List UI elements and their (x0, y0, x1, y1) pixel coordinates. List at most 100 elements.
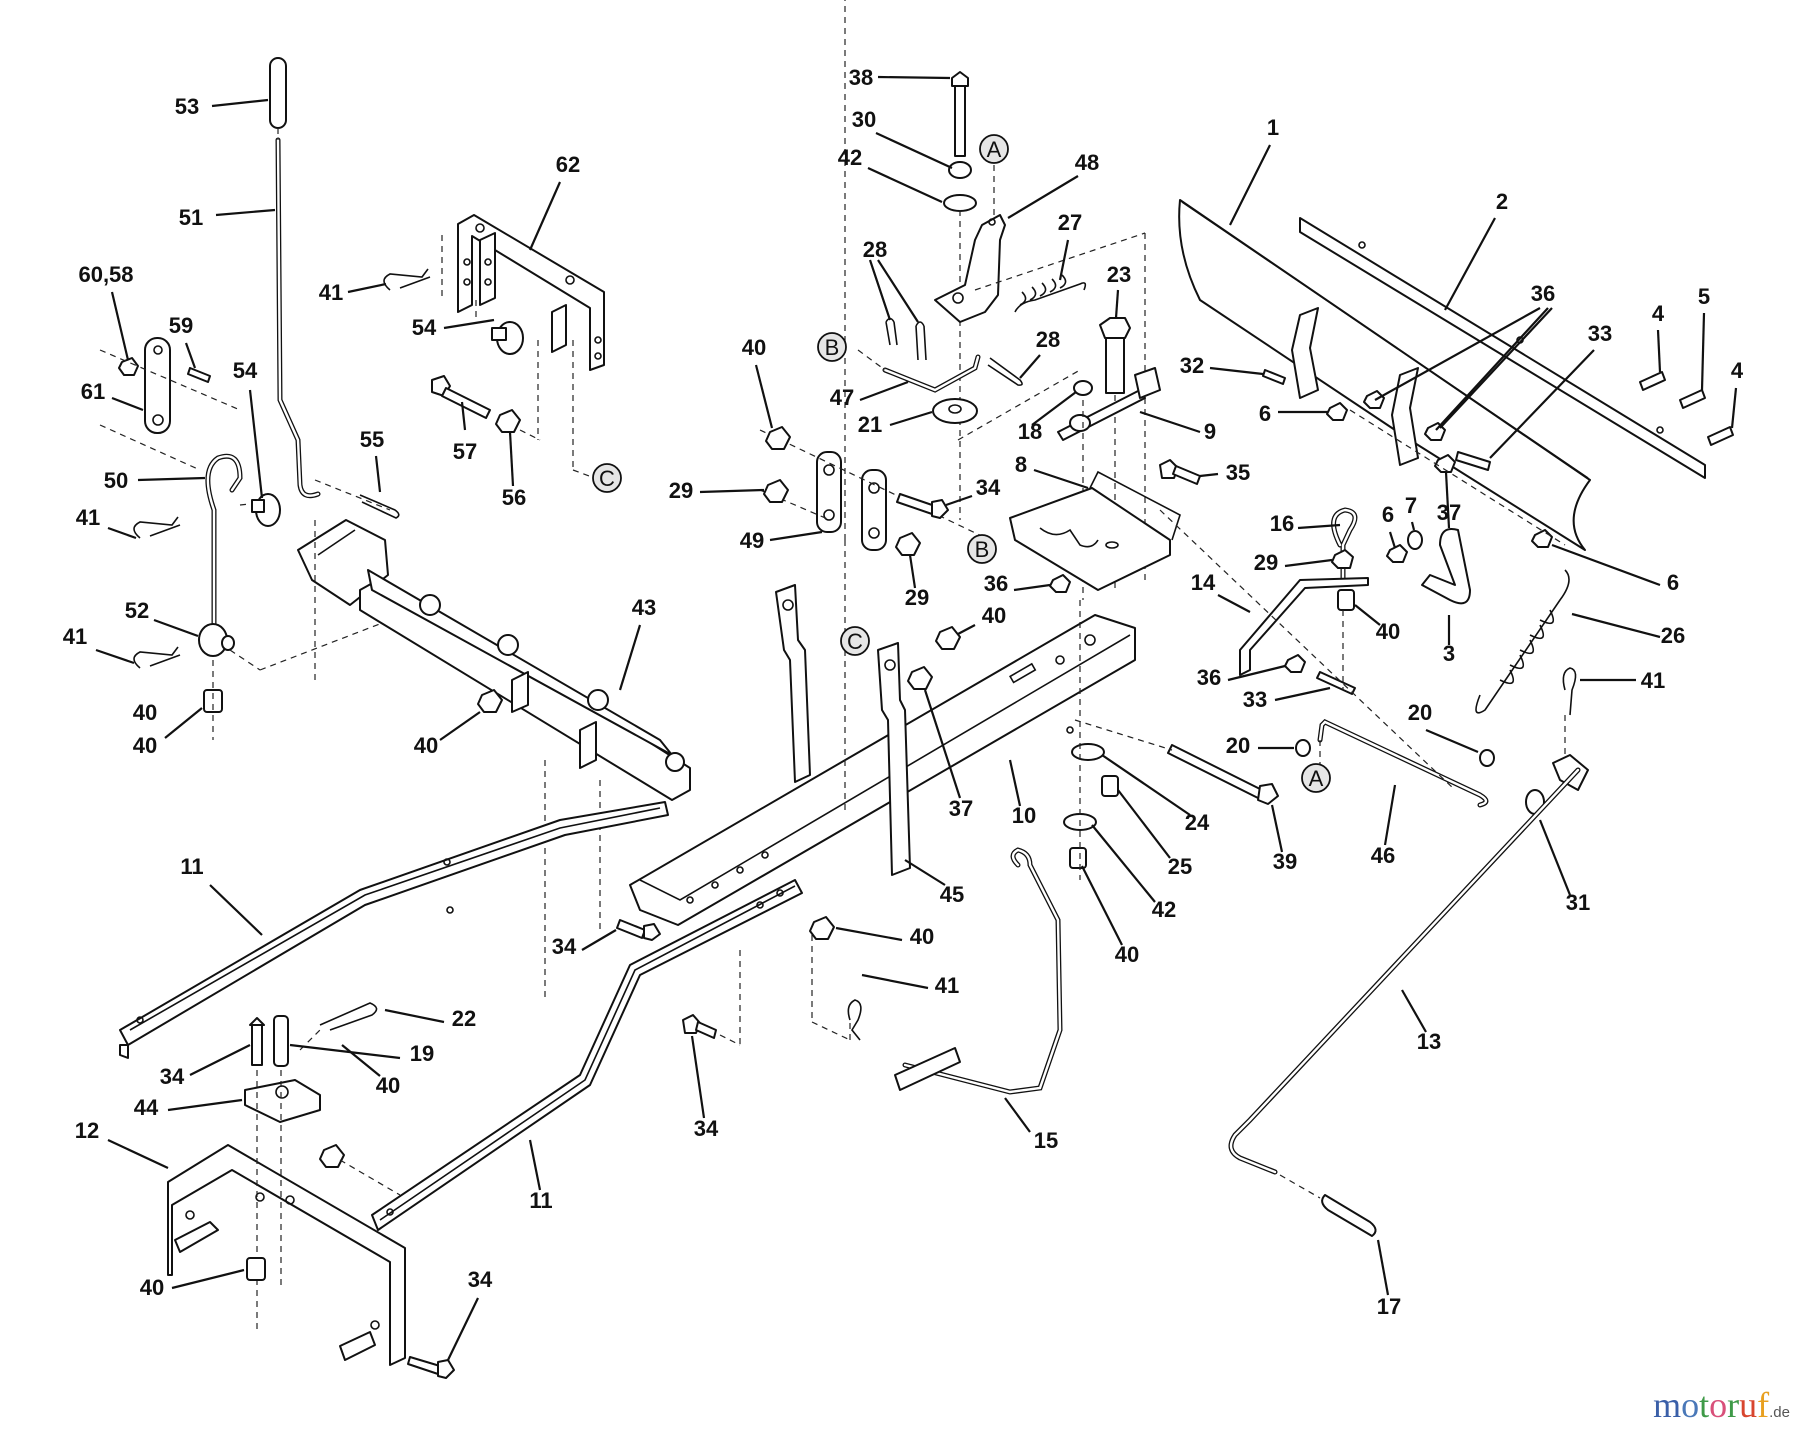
callout-28: 28 (1019, 327, 1060, 379)
callout-35: 35 (1199, 460, 1250, 485)
part-rock-shaft (297, 519, 691, 801)
part-nut-40 (1337, 589, 1355, 611)
callout-26: 26 (1571, 612, 1685, 648)
leader-line (1435, 307, 1549, 431)
callout-33: 33 (1489, 321, 1612, 459)
callout-number: 46 (1371, 843, 1395, 868)
ref-marker-a: A (1301, 763, 1331, 793)
callout-number: 4 (1652, 301, 1665, 326)
callout-37: 37 (923, 689, 973, 821)
callout-18: 18 (1018, 391, 1077, 444)
callout-number: 53 (175, 94, 199, 119)
part-clevis-pin (251, 493, 281, 527)
leader-line (1376, 1239, 1390, 1296)
leader-line (248, 389, 264, 499)
callout-number: 8 (1015, 452, 1027, 477)
part-nut-40 (935, 626, 961, 650)
leader-line (189, 1044, 251, 1076)
callout-8: 8 (1015, 452, 1089, 490)
part-nut-36 (1363, 390, 1385, 409)
callout-24: 24 (1101, 754, 1210, 835)
callout-number: 29 (1254, 550, 1278, 575)
callout-41: 41 (76, 505, 137, 540)
leader-line (95, 648, 135, 665)
part-rod-grip (1321, 1194, 1377, 1237)
leader-line (1019, 354, 1041, 379)
callout-number: 20 (1408, 700, 1432, 725)
part-bolt-23 (1099, 317, 1131, 394)
part-lift-rod (1228, 767, 1581, 1175)
leader-line (1227, 664, 1286, 682)
leader-line (1033, 468, 1089, 490)
part-lock-washer (948, 161, 972, 179)
callout-54: 54 (233, 358, 264, 499)
callout-number: 6 (1667, 570, 1679, 595)
part-hitch-plate (244, 1079, 321, 1123)
part-hair-pin (133, 516, 181, 539)
leader-line (618, 624, 642, 691)
ref-marker-label: B (975, 537, 990, 562)
ref-marker-label: A (987, 137, 1002, 162)
leader-line (1274, 686, 1331, 702)
callout-13: 13 (1401, 989, 1441, 1054)
callout-number: 57 (453, 439, 477, 464)
callout-49: 49 (740, 528, 823, 553)
callout-number: 44 (134, 1095, 159, 1120)
part-drawings (99, 0, 1734, 1379)
ref-marker-label: C (847, 629, 863, 654)
callout-4: 4 (1730, 358, 1744, 429)
leader-line (1571, 612, 1661, 639)
callout-number: 6 (1259, 401, 1271, 426)
part-hitch-bar (629, 614, 1136, 926)
callout-number: 52 (125, 598, 149, 623)
part-nut-40 (319, 1144, 345, 1168)
callout-number: 36 (1531, 281, 1555, 306)
part-nut-6 (1386, 544, 1408, 563)
callout-34: 34 (447, 1267, 493, 1361)
callout-number: 4 (1731, 358, 1744, 383)
callout-number: 40 (982, 603, 1006, 628)
leader-line (289, 1043, 401, 1060)
leader-line (699, 488, 765, 494)
leader-line (209, 884, 263, 936)
callout-number: 40 (910, 924, 934, 949)
leader-line (908, 554, 917, 589)
part-hair-pin (1562, 667, 1577, 716)
callout-7: 7 (1405, 493, 1417, 531)
callout-number: 32 (1180, 353, 1204, 378)
reference-markers: A A B B C C (592, 134, 1331, 793)
leader-line (439, 711, 481, 741)
callout-number: 34 (160, 1064, 185, 1089)
leader-line (875, 132, 953, 169)
callout-32: 32 (1180, 353, 1264, 378)
leader-line (889, 410, 933, 427)
leader-line (384, 1008, 445, 1024)
callout-number: 34 (468, 1267, 493, 1292)
callout-number: 9 (1204, 419, 1216, 444)
callout-number: 34 (976, 475, 1001, 500)
callout-number: 30 (852, 107, 876, 132)
callout-number: 15 (1034, 1128, 1058, 1153)
callout-number: 20 (1226, 733, 1250, 758)
leader-line (1217, 594, 1251, 613)
callout-44: 44 (134, 1095, 243, 1120)
leader-line (1091, 824, 1156, 903)
callout-29: 29 (669, 478, 765, 503)
watermark-letter: o (1709, 1385, 1728, 1425)
callout-number: 40 (742, 335, 766, 360)
callout-number: 40 (376, 1073, 400, 1098)
leader-line (460, 401, 467, 431)
callout-number: 54 (412, 315, 437, 340)
leader-line (1114, 289, 1120, 319)
leader-line (1730, 387, 1738, 429)
part-bolt-34 (251, 1024, 263, 1066)
part-nut-36 (1284, 654, 1306, 673)
callout-2: 2 (1444, 189, 1508, 311)
part-link-plate-49 (816, 451, 842, 533)
callout-number: 39 (1273, 849, 1297, 874)
leader-line (1401, 989, 1427, 1033)
callout-34: 34 (945, 475, 1001, 507)
watermark-letter: u (1739, 1385, 1758, 1425)
